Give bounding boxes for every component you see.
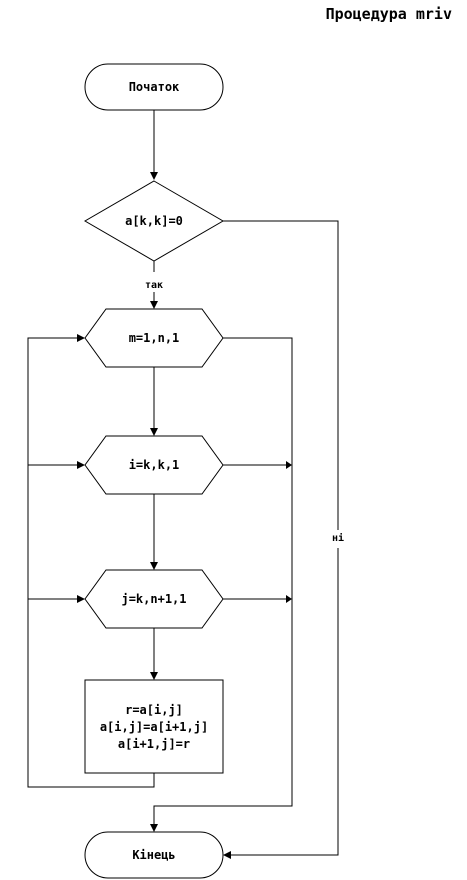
diagram-title: Процедура mriv: [326, 5, 452, 23]
arrowhead-end-top: [150, 824, 158, 832]
process-box: [84, 679, 224, 774]
connector-no-bottom: [229, 548, 339, 856]
loop-m-label: m=1,n,1: [129, 331, 180, 345]
arrowhead-process: [150, 672, 158, 680]
process-line-3: a[i+1,j]=r: [118, 737, 190, 751]
loop-i-label: i=k,k,1: [129, 458, 180, 472]
yes-label: так: [145, 280, 163, 291]
decision-label: a[k,k]=0: [125, 214, 183, 228]
loop-j-label: j=k,n+1,1: [121, 592, 186, 606]
arrowhead-loop-j: [150, 562, 158, 570]
no-label: ні: [332, 532, 344, 544]
process-line-1: r=a[i,j]: [125, 703, 183, 717]
end-terminal: [84, 831, 224, 879]
start-label: Початок: [129, 80, 180, 94]
arrowhead-exit-j: [286, 595, 292, 603]
arrowhead-loopback-m: [77, 334, 85, 342]
loop-exit-line: [153, 337, 293, 826]
arrowhead-loopback-j: [77, 595, 85, 603]
arrowhead-loopback-i: [77, 461, 85, 469]
end-label: Кінець: [132, 848, 175, 862]
arrowhead-loop-m: [150, 301, 158, 309]
arrowhead-exit-i: [286, 461, 292, 469]
arrowhead-loop-i: [150, 428, 158, 436]
loop-back-line: [27, 337, 155, 788]
process-line-2: a[i,j]=a[i+1,j]: [100, 720, 208, 734]
connector-no-top: [223, 220, 339, 530]
arrowhead-end-right: [223, 851, 231, 859]
arrowhead-decision: [150, 172, 158, 180]
